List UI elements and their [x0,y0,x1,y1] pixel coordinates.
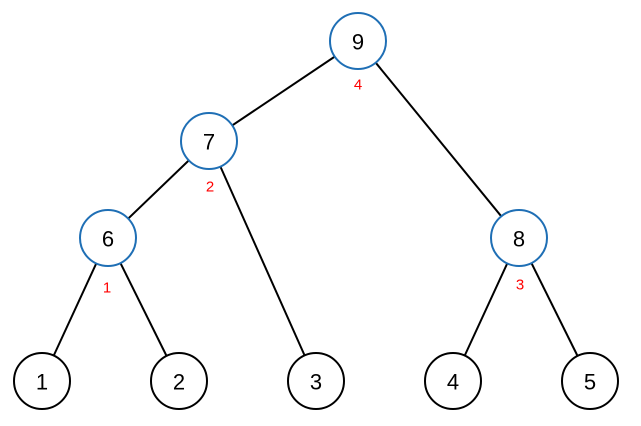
edge-9-7 [208,40,359,142]
node-label-9: 9 [352,30,364,55]
node-label-1: 1 [36,370,48,395]
node-circle-4 [424,352,482,410]
tree-node-6: 61 [79,209,137,297]
node-circle-8 [490,209,548,267]
tree-node-1: 1 [13,352,71,410]
edges-layer [41,40,591,382]
order-label-7: 2 [206,179,214,196]
node-circle-7 [180,112,238,170]
tree-node-4: 4 [424,352,482,410]
node-label-6: 6 [102,227,114,252]
node-circle-3 [287,352,345,410]
node-label-4: 4 [447,370,459,395]
node-circle-6 [79,209,137,267]
node-circle-9 [329,12,387,70]
tree-node-9: 94 [329,12,387,94]
order-label-8: 3 [516,277,524,294]
node-label-3: 3 [310,370,322,395]
node-circle-1 [13,352,71,410]
edge-9-8 [357,40,520,239]
tree-node-8: 83 [490,209,548,294]
node-label-5: 5 [584,370,596,395]
edge-7-3 [208,140,317,382]
order-label-6: 1 [103,280,111,297]
node-label-8: 8 [513,227,525,252]
order-label-9: 4 [354,77,362,94]
node-label-7: 7 [203,130,215,155]
tree-node-3: 3 [287,352,345,410]
node-circle-5 [561,352,619,410]
tree-node-2: 2 [150,352,208,410]
node-circle-2 [150,352,208,410]
tree-node-5: 5 [561,352,619,410]
node-label-2: 2 [173,370,185,395]
tree-node-7: 72 [180,112,238,196]
